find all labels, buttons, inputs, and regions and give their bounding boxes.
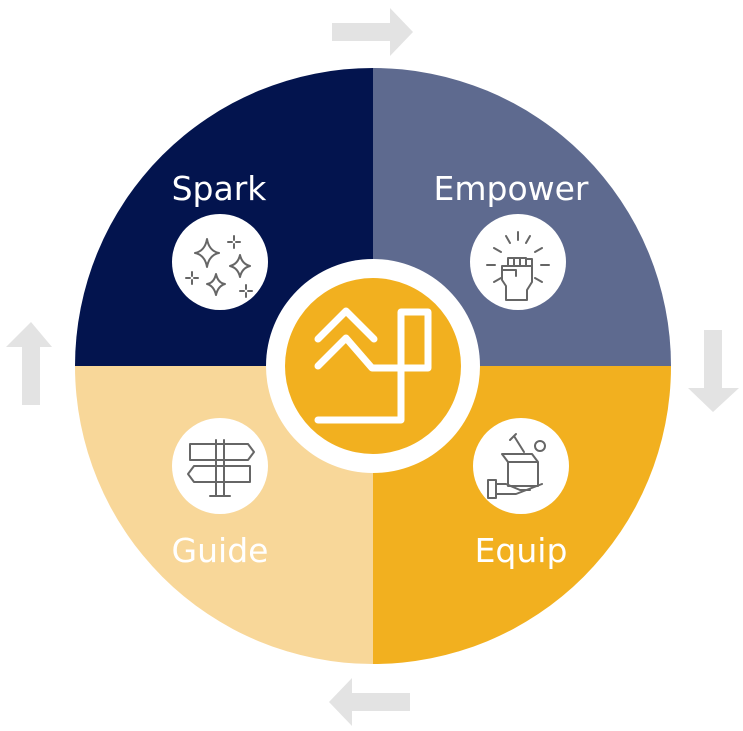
arrow-down-icon: [688, 330, 739, 412]
raised-fist-icon: [470, 214, 566, 310]
quadrant-label-spark: Spark: [172, 169, 268, 208]
quadrant-label-guide: Guide: [172, 531, 269, 570]
toolbox-hand-icon: [473, 418, 569, 514]
arrow-right-icon: [332, 8, 413, 56]
signpost-icon: [172, 418, 268, 514]
brand-logo-icon: [266, 259, 480, 473]
arrow-left-icon: [329, 678, 410, 726]
quadrant-label-equip: Equip: [475, 531, 568, 570]
arrow-up-icon: [6, 322, 52, 405]
sparkles-icon: [172, 214, 268, 310]
quadrant-label-empower: Empower: [434, 169, 589, 208]
